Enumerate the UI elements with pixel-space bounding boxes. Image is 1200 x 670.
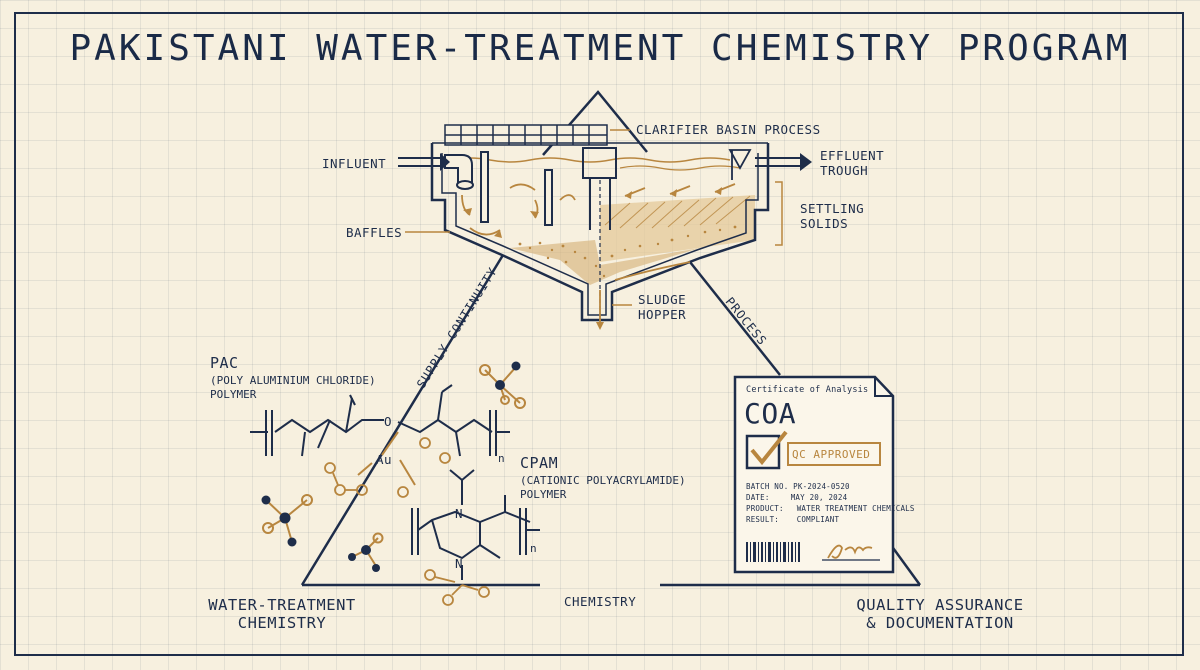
pac-subscript: n <box>498 452 505 465</box>
page-title: PAKISTANI WATER-TREATMENT CHEMISTRY PROG… <box>69 28 1131 69</box>
effluent-label-line1: EFFLUENT <box>820 148 885 163</box>
settling-label-line1: SETTLING <box>800 201 865 216</box>
cpam-name: CPAM <box>520 454 559 472</box>
cpam-subtitle: (CATIONIC POLYACRYLAMIDE) <box>520 474 686 487</box>
particle-speckles <box>518 225 737 278</box>
cpam-nitrogen-atom: N <box>455 506 464 521</box>
coa-row-value: WATER TREATMENT CHEMICALS <box>796 504 915 513</box>
coa-row-value: PK-2024-0520 <box>793 482 850 491</box>
pac-gold-atom: Au <box>376 452 393 467</box>
pac-type: POLYMER <box>210 388 257 401</box>
coa-row-label: RESULT: <box>746 515 780 524</box>
cpam-subscript: n <box>530 542 537 555</box>
corner-water-treatment-line1: WATER-TREATMENT <box>208 596 356 614</box>
outer-frame <box>14 12 1184 656</box>
io-arrows <box>398 157 800 167</box>
sludge-label: SLUDGE HOPPER <box>638 292 686 322</box>
effluent-label-line2: TROUGH <box>820 163 869 178</box>
molecule-left-dark <box>261 495 297 547</box>
baffle-plates <box>480 151 553 226</box>
leader-lines <box>405 129 783 306</box>
coa-title: COA <box>744 397 797 430</box>
coa-row: BATCH NO. PK-2024-0520 <box>746 481 915 492</box>
coa-row: DATE: MAY 20, 2024 <box>746 492 915 503</box>
cpam-substituents <box>424 569 490 606</box>
corner-qa-line2: & DOCUMENTATION <box>866 614 1014 632</box>
coa-row: PRODUCT: WATER TREATMENT CHEMICALS <box>746 503 915 514</box>
qc-approved-stamp: QC APPROVED <box>792 448 871 461</box>
corner-qa-line1: QUALITY ASSURANCE <box>856 596 1024 614</box>
effluent-weir <box>728 149 752 180</box>
settling-hatch <box>604 195 751 229</box>
cpam-nitrogen-atom-2: N <box>455 556 464 571</box>
effluent-label: EFFLUENT TROUGH <box>820 148 884 178</box>
corner-water-treatment-line2: CHEMISTRY <box>237 614 327 632</box>
pac-name: PAC <box>210 354 239 372</box>
coa-row: RESULT: COMPLIANT <box>746 514 915 525</box>
corner-water-treatment: WATER-TREATMENT CHEMISTRY <box>196 596 368 632</box>
walkway-grating <box>444 124 608 146</box>
molecule-bottom-dark <box>348 545 380 572</box>
flow-arrowheads <box>463 187 722 330</box>
sludge-label-line1: SLUDGE <box>638 292 687 307</box>
baffles-label: BAFFLES <box>346 225 403 240</box>
corner-quality-assurance: QUALITY ASSURANCE & DOCUMENTATION <box>842 596 1038 632</box>
coa-document-shape <box>733 375 895 574</box>
coa-row-value: COMPLIANT <box>796 515 840 524</box>
clarifier-basin <box>398 124 812 330</box>
coa-header: Certificate of Analysis <box>746 385 869 395</box>
sludge-hopper-fill <box>510 240 700 285</box>
coa-row-label: PRODUCT: <box>746 504 784 513</box>
influent-label: INFLUENT <box>322 156 387 171</box>
chemistry-label: CHEMISTRY <box>564 594 637 609</box>
pac-subtitle: (POLY ALUMINIUM CHLORIDE) <box>210 374 376 387</box>
barcode <box>746 542 800 562</box>
coa-row-value: MAY 20, 2024 <box>790 493 848 502</box>
sludge-label-line2: HOPPER <box>638 307 687 322</box>
coa-row-label: BATCH NO. <box>746 482 789 491</box>
settling-label-line2: SOLIDS <box>800 216 849 231</box>
signature <box>827 544 873 559</box>
molecule-top-right-dark <box>495 361 521 390</box>
coa-details: BATCH NO. PK-2024-0520 DATE: MAY 20, 202… <box>746 481 915 525</box>
center-feed-well <box>582 147 617 320</box>
influent-pipe <box>444 154 474 190</box>
pac-oxygen-atom: O <box>384 414 393 429</box>
settling-label: SETTLING SOLIDS <box>800 201 864 231</box>
coa-row-label: DATE: <box>746 493 770 502</box>
pac-orbitals <box>324 437 451 498</box>
cpam-structure <box>411 469 540 580</box>
cpam-type: POLYMER <box>520 488 567 501</box>
clarifier-title: CLARIFIER BASIN PROCESS <box>636 122 821 137</box>
pac-structure <box>250 384 510 486</box>
